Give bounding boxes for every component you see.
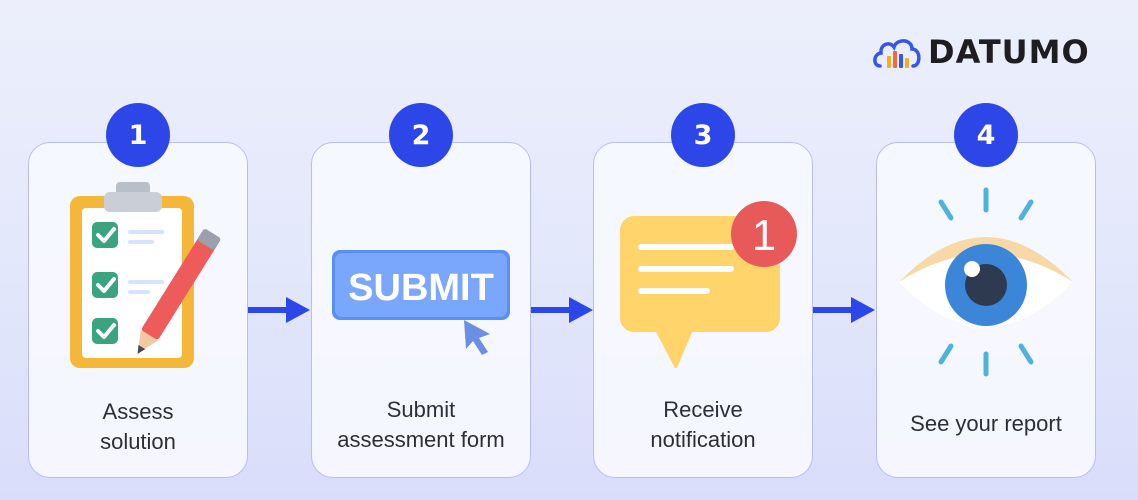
brand-logo: DATUMO [872, 32, 1090, 72]
submit-button-text: SUBMIT [348, 267, 494, 309]
step-label-3: Receive notification [650, 397, 756, 452]
eye-icon [899, 187, 1073, 377]
step-label-2: Submit assessment form [337, 397, 505, 452]
arrow-right-icon [248, 297, 310, 323]
arrow-right-icon [531, 297, 593, 323]
step-number-badge-1: 1 [106, 103, 170, 167]
step-number-badge-4: 4 [954, 103, 1018, 167]
notification-count: 1 [752, 211, 776, 260]
arrow-right-icon [813, 297, 875, 323]
cloud-chart-icon [873, 39, 921, 68]
notification-bubble-icon: 1 [620, 201, 797, 368]
brand-name: DATUMO [928, 33, 1090, 71]
submit-button-icon: SUBMIT [332, 250, 510, 355]
step-label-1: Assess solution [100, 399, 176, 454]
step-number-badge-2: 2 [389, 103, 453, 167]
step-label-4: See your report [910, 411, 1062, 436]
clipboard-checklist-icon [70, 182, 221, 368]
step-number-badge-3: 3 [671, 103, 735, 167]
